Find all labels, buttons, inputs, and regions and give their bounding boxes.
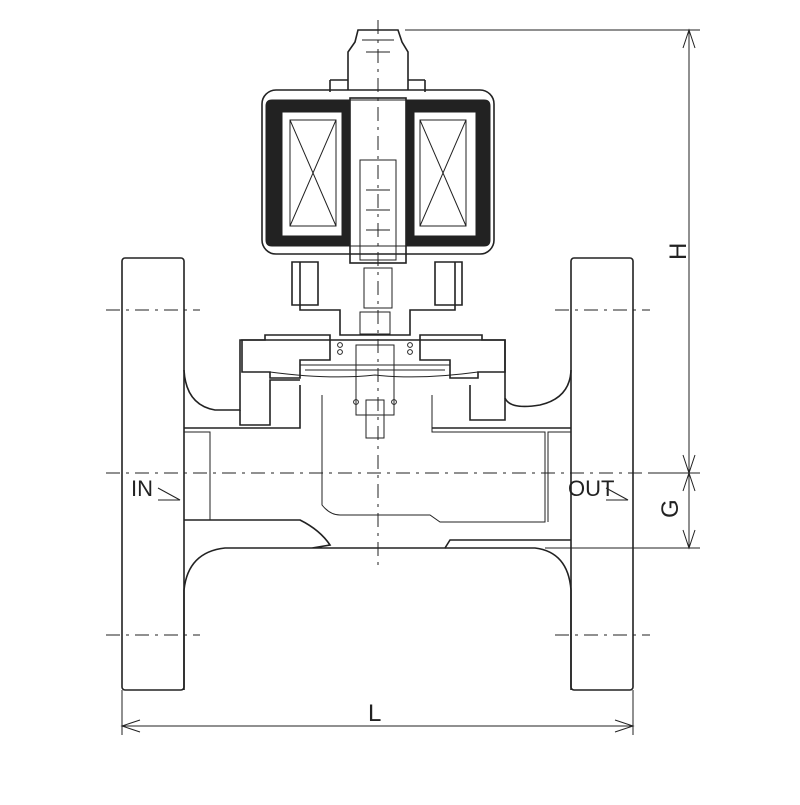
flow-pipe-top [184, 385, 571, 429]
center-lines [106, 20, 650, 636]
coil-section-right-cross [419, 119, 467, 227]
plunger-spring-seat [359, 311, 391, 335]
plunger-housing [299, 262, 456, 336]
body-lower-base [183, 590, 572, 690]
housing-nut-left [291, 261, 319, 306]
coil-window-left [289, 119, 337, 227]
dimension-lines: H G L [120, 28, 700, 735]
outlet-flange [570, 257, 634, 691]
pilot-orifice [365, 399, 385, 439]
body-neck [239, 379, 506, 426]
inlet-flange [121, 257, 185, 691]
plunger-tube [349, 97, 407, 264]
bonnet-flange [241, 334, 331, 379]
pilot-valve [363, 267, 393, 309]
outlet-bore [547, 431, 571, 522]
bonnet-flange-right [419, 334, 506, 379]
diaphragm-plate [300, 364, 450, 371]
bonnet-assembly [241, 261, 506, 439]
inner-passage [321, 395, 546, 523]
coil-window-right [419, 119, 467, 227]
length-arrow-right [614, 719, 635, 733]
height-label: H [665, 243, 692, 260]
inlet-label: IN [131, 476, 153, 501]
o-ring-seals [337, 342, 413, 405]
length-arrow-left [120, 719, 141, 733]
center-height-arrow-top [682, 471, 696, 492]
center-height-arrow-bottom [682, 529, 696, 550]
height-arrow-top [682, 28, 696, 49]
flow-labels: IN OUT [131, 476, 629, 501]
outlet-arrow [605, 487, 629, 501]
top-nut-washer [329, 79, 426, 92]
housing-nut-right [434, 261, 463, 306]
pilot-stem [355, 344, 395, 416]
coil-winding-shell [265, 99, 491, 247]
length-label: L [368, 700, 381, 727]
body-lower-outline [183, 547, 572, 591]
coil-section-left-cross [289, 119, 337, 227]
body-upper-outline [183, 339, 572, 411]
diaphragm [269, 371, 479, 378]
center-height-label: G [657, 499, 684, 518]
inlet-arrow [157, 487, 181, 501]
inlet-bore [183, 431, 211, 520]
